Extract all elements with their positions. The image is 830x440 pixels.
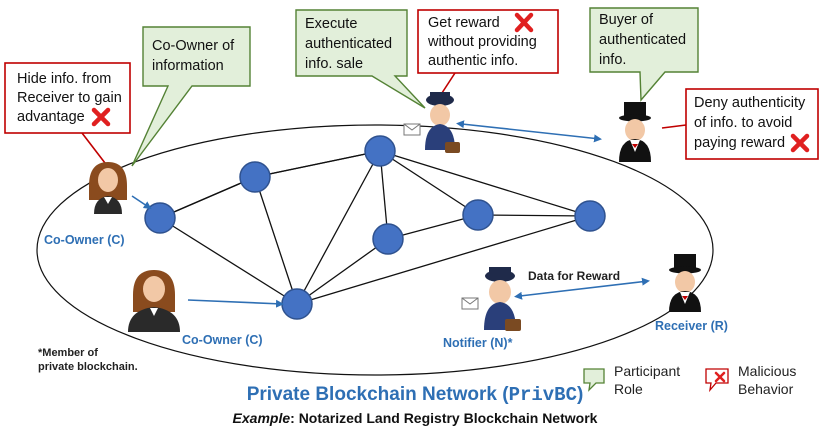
mail-carrier-icon xyxy=(403,92,460,153)
callout-text: Co-Owner of xyxy=(152,38,235,54)
network-node xyxy=(144,202,176,234)
mail-carrier-icon xyxy=(461,267,521,331)
diagram-subtitle: Example: Notarized Land Registry Blockch… xyxy=(232,410,598,426)
malicious-cross-icon xyxy=(514,12,534,33)
callout-text: authentic info. xyxy=(428,53,518,69)
co-owner-top-arrow xyxy=(131,195,152,210)
network-boundary xyxy=(36,124,714,376)
callout-buyer: Buyer of authenticated info. xyxy=(589,7,699,102)
callout-text: without providing xyxy=(427,34,537,50)
woman-icon xyxy=(89,162,127,214)
callout-text: Deny authenticity xyxy=(694,95,806,111)
privbc-code: PrivBC xyxy=(508,384,577,406)
callout-execute-sale: Execute authenticated info. sale xyxy=(295,9,426,109)
callout-text: Buyer of xyxy=(599,12,654,28)
notifier-label: Notifier (N)* xyxy=(443,336,513,350)
callout-text: authenticated xyxy=(599,32,686,48)
legend-text: Malicious xyxy=(738,363,796,379)
legend-text: Participant xyxy=(614,363,680,379)
callout-hide-info: Hide info. from Receiver to gain advanta… xyxy=(4,62,131,164)
notifier-buyer-arrow xyxy=(456,120,602,143)
callout-text: Hide info. from xyxy=(17,71,111,87)
callout-text: authenticated xyxy=(305,36,392,52)
callout-text: Execute xyxy=(305,16,357,32)
callout-text: Get reward xyxy=(428,15,500,31)
network-node xyxy=(364,135,396,167)
top-hat-man-icon xyxy=(669,254,701,312)
callout-text: Receiver to gain xyxy=(17,90,122,106)
top-hat-man-icon xyxy=(619,102,651,162)
callout-text: of info. to avoid xyxy=(694,115,792,131)
woman-icon xyxy=(128,270,180,332)
malicious-cross-icon xyxy=(790,133,810,153)
callout-text: information xyxy=(152,58,224,74)
callout-deny: Deny authenticity of info. to avoid payi… xyxy=(661,88,819,160)
legend-text: Behavior xyxy=(738,381,794,397)
data-for-reward-label: Data for Reward xyxy=(528,269,620,283)
callout-co-owner-info: Co-Owner of information xyxy=(131,26,251,167)
member-note-line: private blockchain. xyxy=(38,361,138,373)
malicious-cross-icon xyxy=(91,107,111,127)
network-edges xyxy=(159,150,591,305)
legend-participant: Participant Role xyxy=(583,363,680,397)
callout-get-reward: Get reward without providing authentic i… xyxy=(417,9,559,97)
receiver-label: Receiver (R) xyxy=(655,319,728,333)
callout-text: info. sale xyxy=(305,56,363,72)
co-owner-bottom-arrow xyxy=(187,299,284,308)
co-owner-top-label: Co-Owner (C) xyxy=(44,233,125,247)
callout-text: info. xyxy=(599,52,626,68)
notifier-receiver-arrow xyxy=(514,277,650,300)
diagram-title: Private Blockchain Network (PrivBC) xyxy=(246,384,584,406)
legend-malicious: Malicious Behavior xyxy=(705,363,796,397)
network-node xyxy=(239,161,271,193)
callout-text: advantage xyxy=(17,109,85,125)
network-node xyxy=(281,288,313,320)
network-node xyxy=(462,199,494,231)
network-node xyxy=(372,223,404,255)
legend-text: Role xyxy=(614,381,643,397)
co-owner-bottom-label: Co-Owner (C) xyxy=(182,333,263,347)
callout-text: paying reward xyxy=(694,135,785,151)
network-nodes xyxy=(144,135,606,320)
member-note-line: *Member of xyxy=(38,347,98,359)
malicious-cross-icon xyxy=(714,371,726,383)
network-node xyxy=(574,200,606,232)
